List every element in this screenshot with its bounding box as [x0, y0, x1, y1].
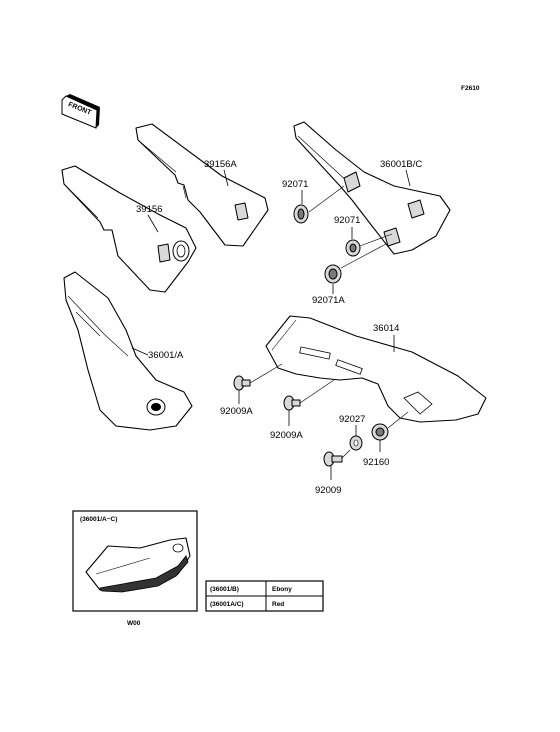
bolt-92009A-2: [283, 395, 301, 411]
label-36001A: 36001/A: [148, 350, 184, 361]
label-92009: 92009: [315, 485, 341, 496]
inset-caption: W00: [127, 620, 141, 627]
part-36001A: [63, 271, 193, 431]
label-36001BC: 36001B/C: [380, 159, 422, 170]
collar-92160: [371, 423, 389, 441]
label-92027: 92027: [339, 414, 365, 425]
label-92071A: 92071A: [312, 295, 345, 306]
grommet-92071-top: [293, 204, 309, 224]
inset-title: (36001/A~C): [80, 516, 117, 523]
grommet-92071A: [324, 264, 342, 284]
table-row-2-part: (36001A/C): [210, 601, 244, 608]
front-arrow-icon: FRONT: [61, 94, 100, 129]
label-92071-top: 92071: [282, 179, 308, 190]
label-92071-mid: 92071: [334, 215, 360, 226]
grommet-92071-mid: [345, 239, 361, 257]
table-row-2-color: Red: [272, 601, 284, 608]
label-92160: 92160: [363, 457, 389, 468]
label-39156A: 39156A: [204, 159, 237, 170]
color-table: (36001/B) Ebony (36001A/C) Red: [205, 580, 324, 612]
part-39156A: [135, 123, 269, 247]
label-92009A-2: 92009A: [270, 430, 303, 441]
part-36001BC: [293, 121, 451, 255]
figure-code: F2610: [461, 85, 480, 92]
table-row-1-color: Ebony: [272, 586, 292, 593]
label-36014: 36014: [373, 323, 399, 334]
part-39156: [61, 165, 197, 293]
washer-92027: [349, 435, 363, 451]
label-92009A-1: 92009A: [220, 406, 253, 417]
inset-box: (36001/A~C): [72, 510, 198, 612]
bolt-92009A-1: [233, 375, 251, 391]
table-row-1-part: (36001/B): [210, 586, 239, 593]
part-36014: [265, 315, 487, 423]
bolt-92009: [323, 451, 343, 467]
label-39156: 39156: [136, 204, 162, 215]
